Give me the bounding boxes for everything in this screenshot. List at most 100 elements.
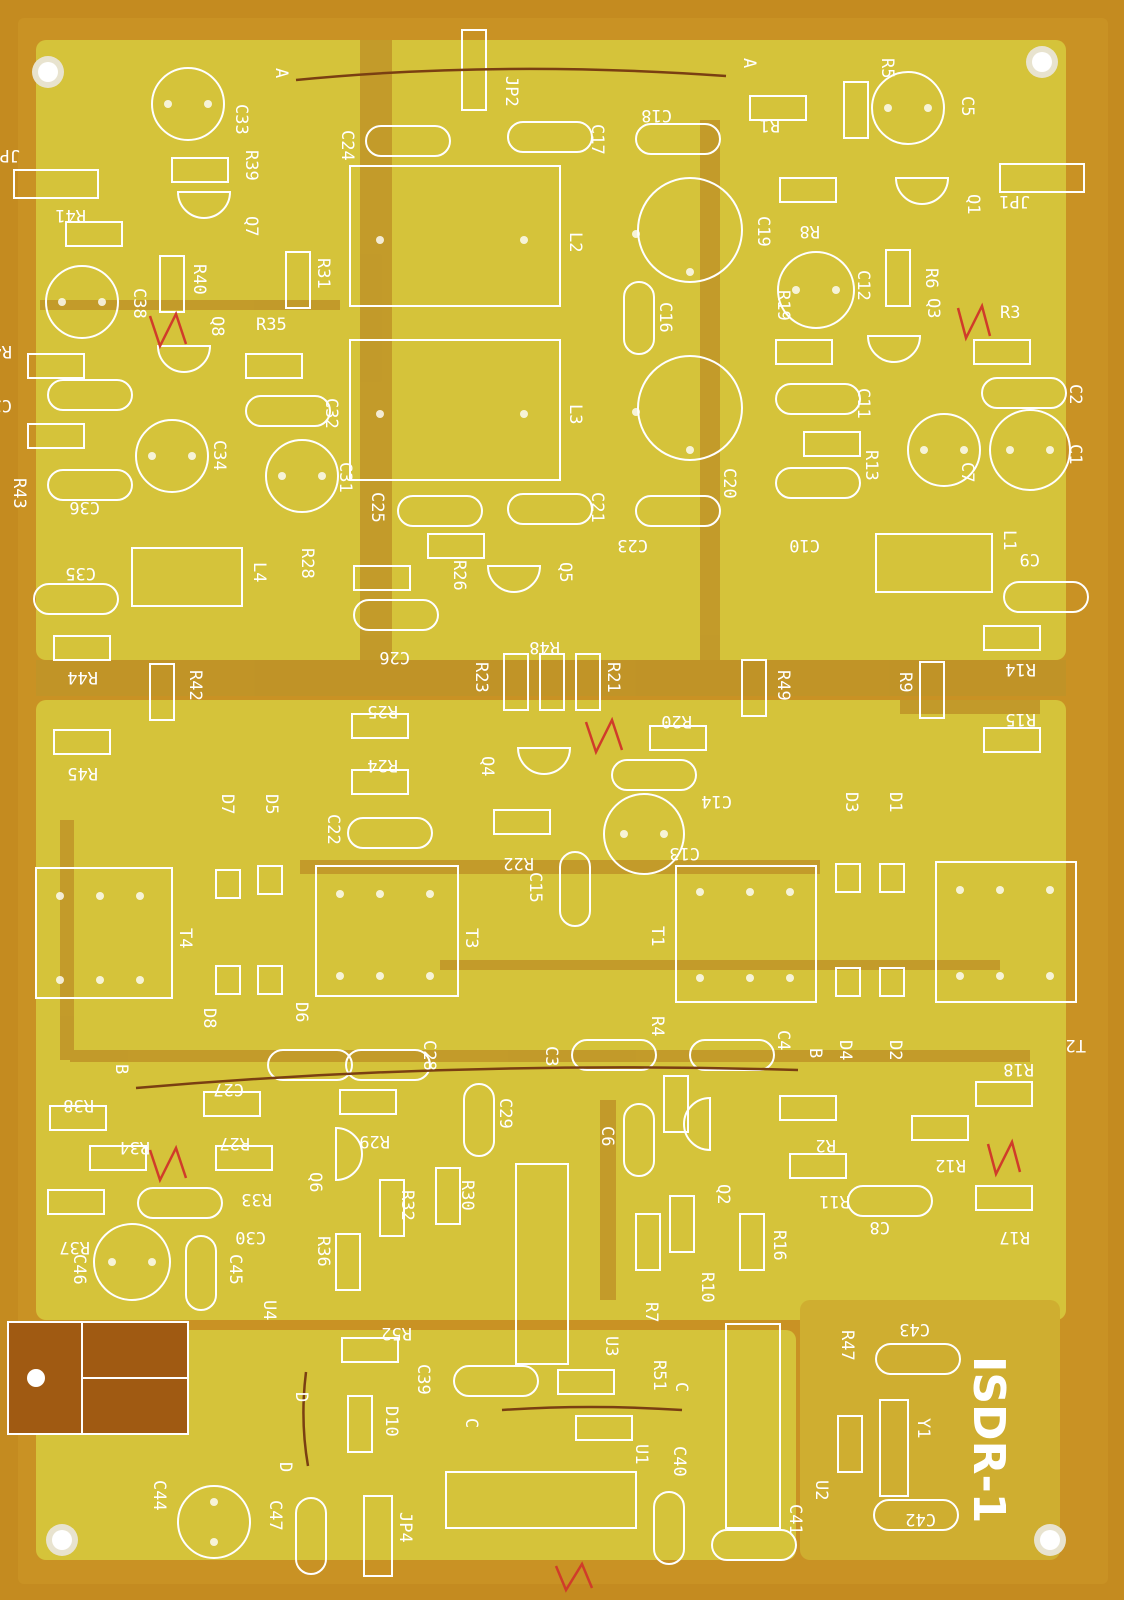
silk-label-r47: R47 bbox=[837, 1330, 857, 1361]
silk-label-d4: D4 bbox=[835, 1040, 855, 1060]
silk-label-c43: C43 bbox=[899, 1319, 930, 1339]
silk-label-c21: C21 bbox=[587, 492, 607, 523]
silk-label-l2: L2 bbox=[565, 232, 585, 252]
silk-label-r44: R44 bbox=[67, 667, 98, 687]
silk-label-q3: Q3 bbox=[923, 298, 943, 318]
silk-label-c11: C11 bbox=[853, 388, 873, 419]
silk-label-jp4: JP4 bbox=[395, 1512, 415, 1543]
silk-label-c_2: C bbox=[461, 1418, 481, 1428]
silk-label-d1: D1 bbox=[885, 792, 905, 812]
silk-label-r29: R29 bbox=[359, 1131, 390, 1151]
silk-label-c20: C20 bbox=[719, 468, 739, 499]
silk-label-c4: C4 bbox=[773, 1030, 793, 1050]
regulator-u4-outline bbox=[7, 1321, 189, 1435]
silk-label-d10: D10 bbox=[381, 1406, 401, 1437]
silk-label-c36: C36 bbox=[69, 497, 100, 517]
silk-label-jp3: JP3 bbox=[0, 145, 20, 165]
silk-label-r8: R8 bbox=[800, 221, 820, 241]
silk-label-u2: U2 bbox=[811, 1480, 831, 1500]
silk-label-c29: C29 bbox=[495, 1098, 515, 1129]
silk-label-c23: C23 bbox=[617, 535, 648, 555]
silk-label-r45: R45 bbox=[67, 763, 98, 783]
silk-label-t4: T4 bbox=[175, 928, 195, 948]
silk-label-r19: R19 bbox=[773, 290, 793, 321]
silk-label-c27: C27 bbox=[213, 1079, 244, 1099]
silk-label-r10: R10 bbox=[697, 1272, 717, 1303]
silk-label-r17: R17 bbox=[999, 1227, 1030, 1247]
silk-label-r5: R5 bbox=[877, 58, 897, 78]
silk-label-r27: R27 bbox=[219, 1133, 250, 1153]
silk-label-r11: R11 bbox=[819, 1191, 850, 1211]
silk-label-c5: C5 bbox=[957, 96, 977, 116]
silk-label-c3: C3 bbox=[541, 1046, 561, 1066]
silkscreen-outlines bbox=[13, 29, 1089, 1577]
silk-label-c32: C32 bbox=[321, 398, 341, 429]
silk-label-d_2: D bbox=[275, 1462, 295, 1472]
silk-label-y1: Y1 bbox=[913, 1418, 933, 1438]
silk-label-q8: Q8 bbox=[207, 316, 227, 336]
silk-label-r26: R26 bbox=[449, 560, 469, 591]
silk-label-c1: C1 bbox=[1065, 444, 1085, 464]
silk-label-c25: C25 bbox=[367, 492, 387, 523]
silk-label-l1: L1 bbox=[999, 530, 1019, 550]
copper-pour bbox=[36, 40, 1066, 1560]
silk-label-b1: B bbox=[111, 1064, 131, 1074]
silk-label-c35: C35 bbox=[65, 563, 96, 583]
silk-label-u3: U3 bbox=[601, 1336, 621, 1356]
silk-label-r37: R37 bbox=[59, 1237, 90, 1257]
silkscreen-labels: C33R39JP3R41Q7R40C38Q8R46C37R43C36C34R31… bbox=[0, 58, 1086, 1543]
silk-label-r51: R51 bbox=[649, 1360, 669, 1391]
silk-label-l3: L3 bbox=[565, 404, 585, 424]
silk-label-r15: R15 bbox=[1005, 709, 1036, 729]
silk-label-c40: C40 bbox=[669, 1446, 689, 1477]
silk-label-r25: R25 bbox=[367, 701, 398, 721]
silk-label-r9: R9 bbox=[895, 672, 915, 692]
silk-label-q7: Q7 bbox=[241, 216, 261, 236]
silk-label-q5: Q5 bbox=[555, 562, 575, 582]
silk-label-c19: C19 bbox=[753, 216, 773, 247]
silk-label-r24: R24 bbox=[367, 755, 398, 775]
mounting-holes bbox=[32, 46, 1066, 1556]
silk-label-r6: R6 bbox=[921, 268, 941, 288]
silk-label-c_1: C bbox=[671, 1382, 691, 1392]
silk-label-c8: C8 bbox=[870, 1217, 890, 1237]
silk-label-l4: L4 bbox=[249, 562, 269, 582]
silk-label-c46: C46 bbox=[69, 1254, 89, 1285]
jumper-wires bbox=[135, 67, 799, 1467]
silk-label-d8: D8 bbox=[199, 1008, 219, 1028]
silk-label-r12: R12 bbox=[935, 1155, 966, 1175]
board-title: ISDR-1 bbox=[963, 1356, 1014, 1523]
silk-label-r14: R14 bbox=[1005, 659, 1036, 679]
silk-label-c10: C10 bbox=[789, 535, 820, 555]
copper-traces bbox=[36, 40, 1066, 1300]
silk-label-c44: C44 bbox=[149, 1480, 169, 1511]
silk-label-r31: R31 bbox=[313, 258, 333, 289]
silk-label-r22: R22 bbox=[503, 853, 534, 873]
silk-label-c9: C9 bbox=[1020, 549, 1040, 569]
silk-label-r38: R38 bbox=[63, 1095, 94, 1115]
silk-label-r43: R43 bbox=[9, 478, 29, 509]
silk-label-r34: R34 bbox=[119, 1137, 150, 1157]
silk-label-c18: C18 bbox=[641, 105, 672, 125]
silk-label-c39: C39 bbox=[413, 1364, 433, 1395]
silk-label-d2: D2 bbox=[885, 1040, 905, 1060]
silk-label-q4: Q4 bbox=[477, 756, 497, 776]
silk-label-jp1: JP1 bbox=[999, 191, 1030, 211]
silk-label-c34: C34 bbox=[209, 440, 229, 471]
silk-label-r42: R42 bbox=[185, 670, 205, 701]
silk-label-c37: C37 bbox=[0, 395, 12, 415]
silk-label-r35: R35 bbox=[256, 315, 287, 335]
silk-label-q2: Q2 bbox=[713, 1184, 733, 1204]
silk-label-c33: C33 bbox=[231, 104, 251, 135]
silk-label-r30: R30 bbox=[457, 1180, 477, 1211]
silk-label-r18: R18 bbox=[1003, 1059, 1034, 1079]
silk-label-t2: T2 bbox=[1066, 1035, 1086, 1055]
silk-label-c17: C17 bbox=[587, 124, 607, 155]
silk-label-r13: R13 bbox=[861, 450, 881, 481]
silk-label-c42: C42 bbox=[905, 1509, 936, 1529]
silk-label-c12: C12 bbox=[853, 270, 873, 301]
red-ink-marks bbox=[148, 302, 1022, 1593]
silk-label-r49: R49 bbox=[773, 670, 793, 701]
silk-label-c38: C38 bbox=[129, 288, 149, 319]
silk-label-c45: C45 bbox=[225, 1254, 245, 1285]
